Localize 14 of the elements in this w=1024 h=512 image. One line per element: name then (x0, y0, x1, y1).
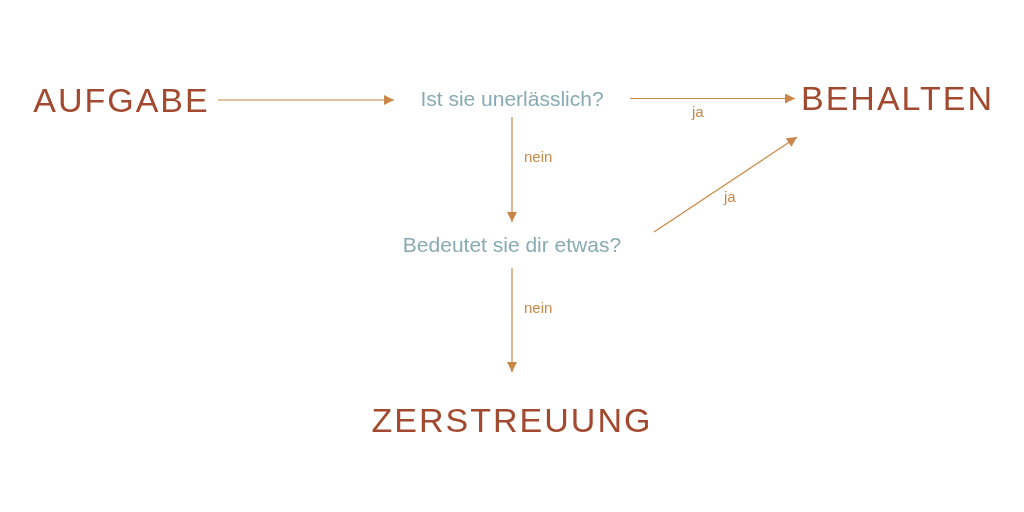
edge-label: ja (722, 188, 738, 205)
arrow (217, 95, 395, 105)
arrow (629, 93, 796, 104)
outcome-label: BEHALTEN (801, 79, 994, 118)
arrow (507, 267, 517, 373)
question-label: Ist sie unerlässlich? (420, 86, 604, 111)
edge-label: nein (522, 299, 555, 316)
outcome-label: ZERSTREUUNG (371, 400, 653, 440)
outcome-label: AUFGABE (33, 80, 210, 120)
edge-label: nein (522, 148, 555, 165)
arrow (653, 136, 798, 233)
arrow (507, 116, 517, 223)
question-label: Bedeutet sie dir etwas? (402, 233, 622, 257)
edge-label: ja (690, 103, 706, 120)
